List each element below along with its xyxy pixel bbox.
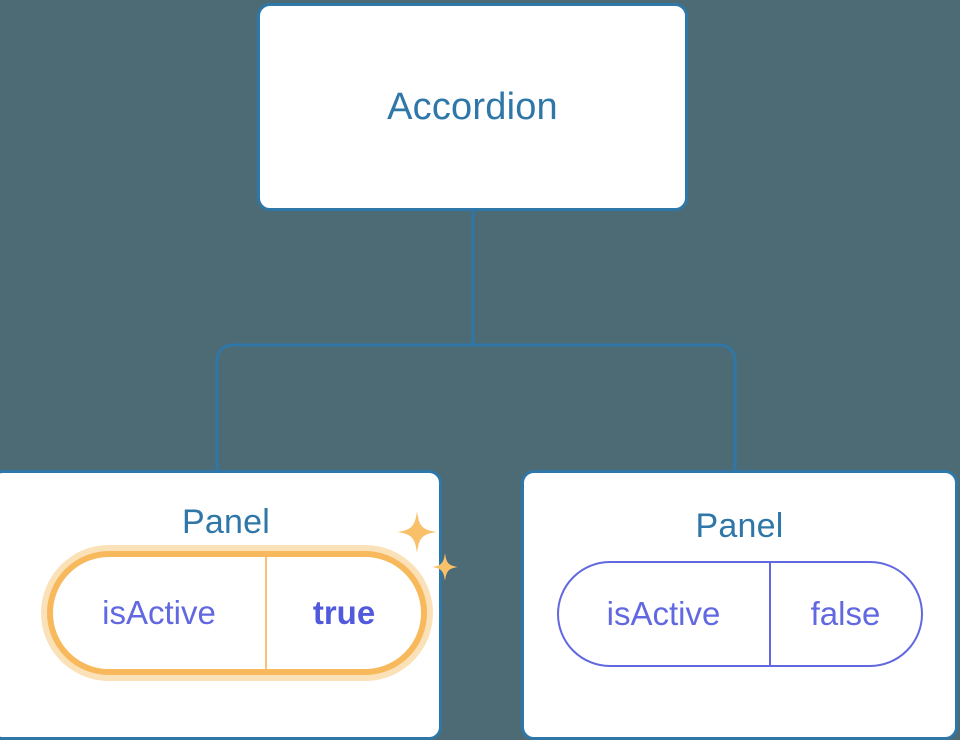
node-panel-right[interactable]: Panel isActive false (521, 470, 958, 740)
node-panel-right-title: Panel (695, 507, 784, 545)
node-panel-left[interactable]: Panel isActive true (0, 470, 458, 740)
prop-pill-wrap-left: isActive true (47, 511, 458, 675)
sparkle-icon (397, 511, 437, 553)
connector-bus-to-left-panel (215, 343, 473, 470)
prop-pill-isactive-true[interactable]: isActive true (47, 551, 427, 675)
prop-key-isactive: isActive (53, 557, 267, 669)
node-accordion-title: Accordion (387, 86, 558, 128)
prop-value-isactive: true (312, 594, 376, 631)
sparkle-small-icon (432, 553, 458, 581)
node-panel-left-title: Panel (182, 503, 270, 541)
prop-value-isactive: false (810, 595, 881, 632)
node-accordion[interactable]: Accordion (257, 3, 688, 211)
prop-key-isactive: isActive (559, 563, 771, 665)
prop-pill-wrap-right: isActive false (556, 561, 923, 667)
prop-pill-isactive-false[interactable]: isActive false (556, 561, 923, 667)
connector-bus-to-right-panel (473, 343, 737, 470)
